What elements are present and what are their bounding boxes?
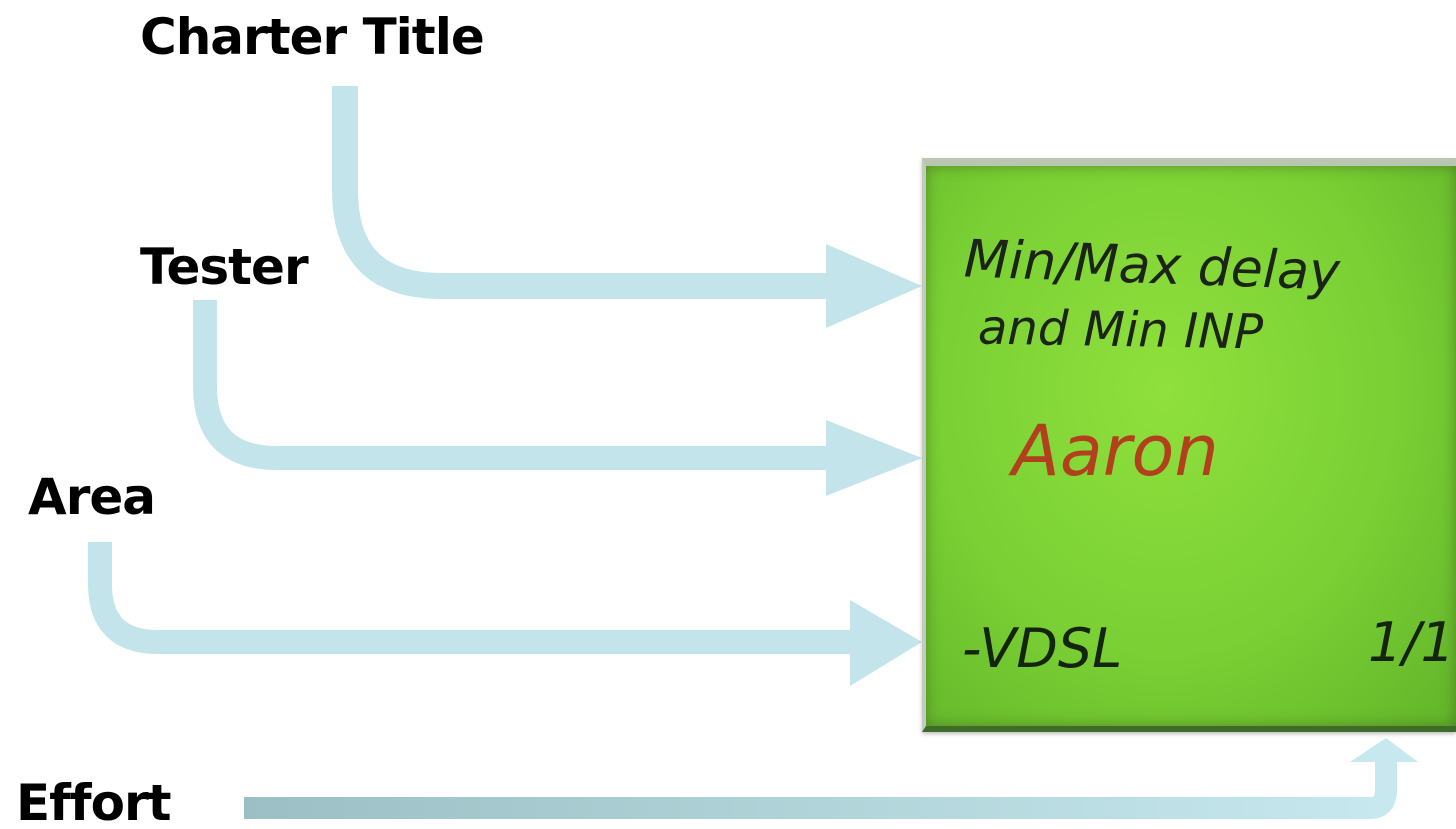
effort-arrow xyxy=(244,738,1418,819)
tester-arrow xyxy=(193,300,922,496)
area-arrow xyxy=(88,542,922,686)
area-label: Area xyxy=(28,468,156,526)
note-charter-title-line-1: Min/Max delay xyxy=(963,229,1341,303)
note-effort: 1/1 xyxy=(1368,611,1455,674)
note-area: -VDSL xyxy=(962,617,1123,680)
note-charter-title-line-2: and Min INP xyxy=(977,299,1264,361)
note-tester-name: Aaron xyxy=(1012,410,1219,492)
charter-title-label: Charter Title xyxy=(140,8,485,66)
tester-label: Tester xyxy=(140,238,309,296)
sticky-note: Min/Max delay and Min INP Aaron -VDSL 1/… xyxy=(922,158,1456,732)
effort-label: Effort xyxy=(16,774,172,829)
charter-title-arrow xyxy=(332,86,922,328)
